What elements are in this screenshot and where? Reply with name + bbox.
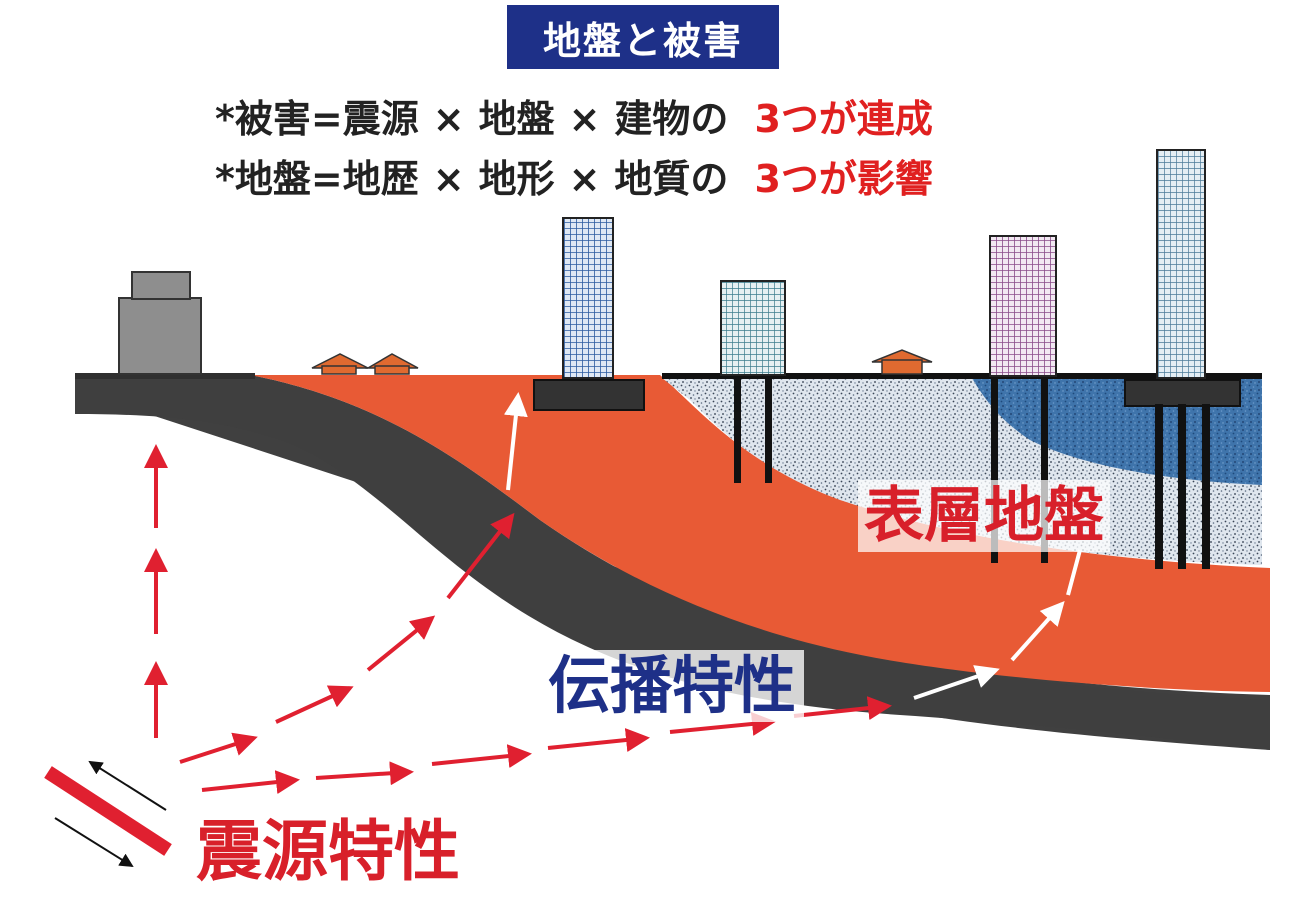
pile — [1202, 404, 1210, 569]
wave-path-white — [503, 392, 528, 491]
mat-foundation — [533, 379, 645, 411]
label-surface-ground: 表層地盤 — [858, 480, 1110, 552]
multiply-sign: × — [568, 157, 601, 201]
formula-prefix: *被害=震源 — [215, 97, 419, 141]
sediment-layer — [250, 375, 1270, 692]
title-box: 地盤と被害 — [507, 5, 779, 69]
building-purple — [989, 235, 1057, 377]
multiply-sign: × — [432, 157, 465, 201]
label-propagation: 伝播特性 — [540, 650, 805, 722]
mid-building-teal — [720, 280, 786, 376]
formula-line-damage: *被害=震源 × 地盤 × 建物の 3つが連成 — [215, 88, 933, 143]
fault-slip-arrow-up — [88, 760, 167, 811]
wave-path-white — [913, 665, 1000, 700]
house-icon — [311, 353, 369, 375]
tall-building-blue — [562, 217, 614, 379]
ground-surface — [662, 373, 1262, 379]
tallest-building — [1156, 149, 1206, 379]
fault-slip-arrow-down — [54, 817, 134, 868]
pile — [765, 378, 772, 483]
wave-path-horizontal — [201, 696, 892, 795]
label-source: 震源特性 — [196, 813, 460, 890]
pile — [1155, 404, 1163, 569]
left-building-base — [118, 297, 202, 375]
house-icon — [871, 349, 933, 375]
page-title: 地盤と被害 — [542, 18, 743, 63]
wave-path-oblique — [179, 512, 515, 764]
fault-line — [44, 766, 172, 856]
pile — [1041, 378, 1048, 563]
multiply-sign: × — [432, 97, 465, 141]
formula-line-ground: *地盤=地歴 × 地形 × 地質の 3つが影響 — [215, 148, 933, 203]
multiply-sign: × — [568, 97, 601, 141]
left-building-top — [131, 271, 191, 300]
formula-highlight: 3つが影響 — [754, 157, 933, 201]
formula-term: 地盤 — [478, 97, 555, 141]
wave-path-white — [1066, 549, 1082, 596]
pile — [991, 378, 998, 563]
formula-term: 建物の — [614, 97, 729, 141]
formula-term: 地質の — [614, 157, 729, 201]
pile-cap — [1124, 379, 1241, 407]
formula-prefix: *地盤=地歴 — [215, 157, 419, 201]
ground-surface-left — [75, 373, 255, 379]
formula-term: 地形 — [478, 157, 555, 201]
bedrock-left — [75, 375, 1270, 750]
house-icon — [365, 353, 419, 375]
pile — [734, 378, 741, 483]
pile — [1178, 404, 1186, 569]
formula-highlight: 3つが連成 — [754, 97, 933, 141]
wave-path-white — [1010, 601, 1065, 662]
